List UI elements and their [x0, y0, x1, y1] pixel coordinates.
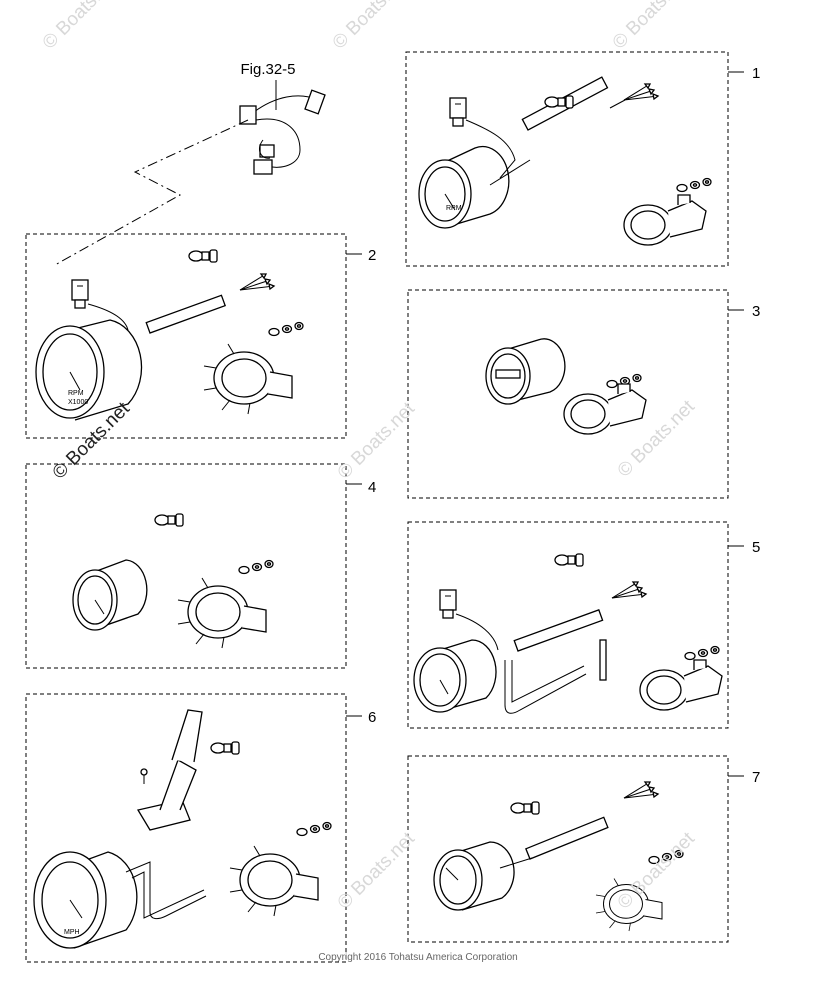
wire-leads-icon [611, 581, 647, 599]
connector-icon [439, 589, 457, 619]
kit-5: 5 [407, 521, 760, 729]
watermark-text: © Boats.net [334, 828, 420, 914]
gauge-unit-label: RPM [446, 205, 462, 212]
bulb-icon [188, 249, 218, 263]
watermark-text: © Boats.net [329, 0, 415, 54]
kit-2: 2 RPM X1000 [25, 233, 376, 439]
callout-1: 1 [752, 65, 760, 82]
washer-set-icon [676, 177, 712, 193]
cable-sleeve [145, 294, 227, 334]
callout-7: 7 [752, 769, 760, 786]
bulb-icon [554, 553, 584, 567]
kit-1: 1 RPM [405, 51, 760, 267]
mounting-bracket-icon [639, 659, 723, 711]
hour-meter-gauge [485, 338, 566, 405]
wire-leads-icon [623, 781, 659, 799]
ring-bracket-icon [229, 845, 319, 917]
ring-bracket-icon [177, 577, 267, 649]
kit-1-box [405, 51, 729, 267]
tachometer-gauge: RPM X1000 [35, 319, 143, 421]
watermark-text: © Boats.net [609, 0, 695, 54]
kit-7-box [407, 755, 729, 943]
mounting-bracket-icon [563, 383, 647, 435]
harness-reference: Fig.32-5 [54, 61, 326, 266]
mounting-bracket-icon [623, 194, 707, 246]
kit-7: 7 [407, 755, 760, 943]
kit-6: 6 MPH [25, 693, 376, 963]
washer-set-icon [296, 821, 332, 837]
small-gauge [72, 559, 148, 631]
wire-leads-icon [239, 273, 275, 291]
kit-2-box [25, 233, 347, 439]
cable-sleeve [513, 609, 604, 652]
t-fitting-icon [599, 639, 607, 681]
trim-gauge [433, 841, 515, 911]
watermark-text: © Boats.net [334, 398, 420, 484]
callout-4: 4 [368, 479, 376, 496]
copyright-notice: Copyright 2016 Tohatsu America Corporati… [318, 952, 517, 963]
cable-sleeve [525, 816, 609, 860]
kit-4: 4 [25, 463, 376, 669]
washer-set-icon [684, 645, 720, 661]
bulb-icon [544, 95, 574, 109]
connector-icon [449, 97, 467, 127]
pitot-tube [504, 660, 587, 714]
gauge-unit-label: RPM [68, 390, 84, 397]
pickup-assembly [136, 709, 203, 831]
gauge-unit-label: MPH [64, 929, 80, 936]
gauge-scale-label: X1000 [68, 399, 88, 406]
ring-bracket-icon [203, 343, 293, 415]
watermark-text: © Boats.net [614, 828, 700, 914]
kit-4-box [25, 463, 347, 669]
kit-3-box [407, 289, 729, 499]
watermark-text: © Boats.net [39, 0, 125, 54]
kit-5-box [407, 521, 729, 729]
callout-5: 5 [752, 539, 760, 556]
tachometer-gauge: RPM [418, 145, 510, 229]
washer-set-icon [238, 559, 274, 575]
pitot-tube [125, 861, 207, 920]
callout-6: 6 [368, 709, 376, 726]
speedometer-gauge: MPH [33, 851, 138, 949]
hour-counter-window [495, 369, 521, 379]
callout-3: 3 [752, 303, 760, 320]
speedometer-gauge [413, 639, 497, 713]
bulb-icon [154, 513, 184, 527]
kit-3: 3 [407, 289, 760, 499]
wire-leads-icon [623, 83, 659, 101]
bulb-icon [510, 801, 540, 815]
washer-set-icon [268, 321, 304, 337]
bulb-icon [210, 741, 240, 755]
connector-icon [71, 279, 89, 309]
figure-reference-label: Fig.32-5 [240, 61, 295, 78]
callout-2: 2 [368, 247, 376, 264]
